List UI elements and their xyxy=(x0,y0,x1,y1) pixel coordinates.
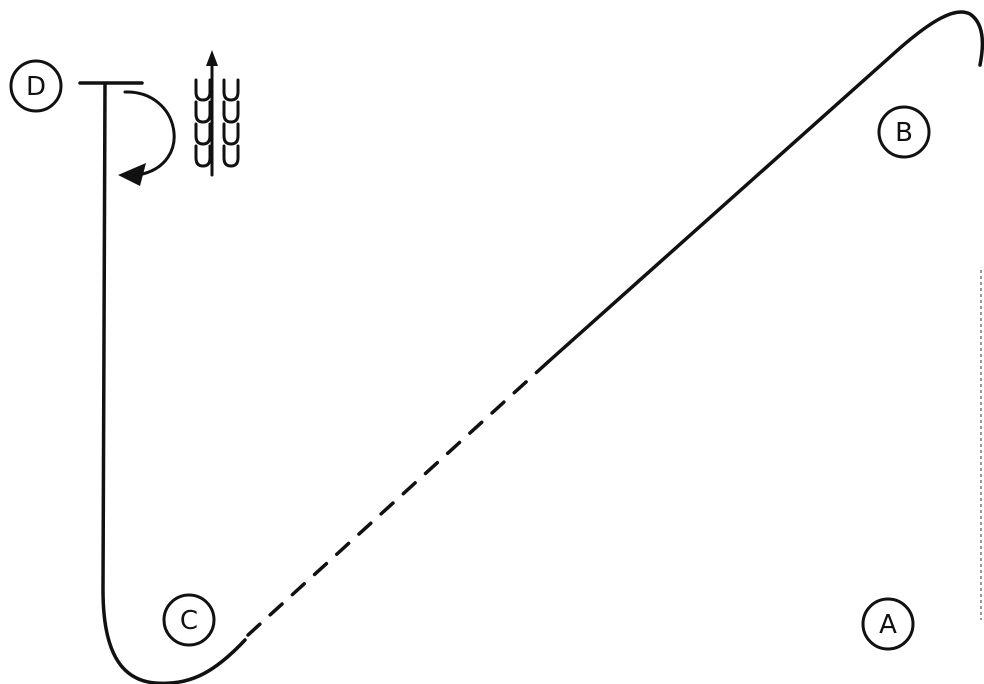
point-c-label: C xyxy=(164,595,214,645)
route-segment-dashed xyxy=(248,362,548,635)
point-d-label: D xyxy=(11,61,61,111)
point-d-text: D xyxy=(26,72,46,102)
point-a-text: A xyxy=(879,610,897,640)
point-c-text: C xyxy=(180,606,198,636)
point-b-text: B xyxy=(895,118,913,148)
traffic-formation-icon xyxy=(196,50,238,175)
curved-arrow-icon xyxy=(118,92,174,186)
point-a-label: A xyxy=(863,599,913,649)
route-segment-b xyxy=(548,12,982,362)
point-b-label: B xyxy=(879,107,929,157)
